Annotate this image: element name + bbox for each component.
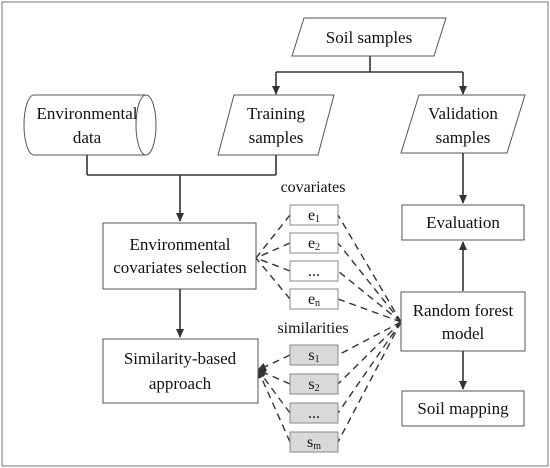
similarities-group-label: similarities [277, 320, 348, 337]
covariate-item: ... [289, 260, 339, 282]
covariate-item-label: e1 [308, 207, 320, 225]
validation-samples-line1: Validation [428, 104, 498, 123]
similarity-approach-line1: Similarity-based [124, 349, 237, 368]
node-evaluation: Evaluation [401, 204, 525, 241]
covariates-group-label: covariates [281, 179, 346, 196]
covariate-item-label: ... [308, 263, 320, 280]
node-soil-mapping: Soil mapping [401, 390, 525, 427]
soil-samples-label: Soil samples [326, 28, 412, 47]
evaluation-label: Evaluation [426, 213, 500, 232]
node-environmental-data: Environmental data [23, 94, 157, 156]
environmental-data-line1: Environmental [36, 104, 137, 123]
validation-samples-line2: samples [436, 128, 491, 147]
similarity-item-label: ... [308, 405, 320, 422]
node-similarity-approach: Similarity-based approach [102, 338, 259, 404]
similarity-approach-line2: approach [149, 374, 212, 393]
similarity-item: s2 [289, 373, 339, 395]
random-forest-line2: model [442, 324, 485, 343]
similarity-item: sm [289, 431, 339, 453]
environmental-data-line2: data [73, 128, 102, 147]
similarity-items: s1 s2... sm [289, 344, 339, 453]
covariate-item: e2 [289, 232, 339, 254]
training-samples-line1: Training [247, 104, 305, 123]
node-training-samples: Training samples [217, 94, 335, 156]
similarity-item-label: s1 [308, 347, 319, 365]
similarity-item-label: sm [307, 434, 321, 452]
covariate-items: e1 e2... en [289, 204, 339, 310]
connectors [86, 56, 467, 390]
env-covariates-line1: Environmental [129, 235, 230, 254]
covariate-item: en [289, 288, 339, 310]
dashed-links [255, 214, 402, 443]
similarity-item: s1 [289, 344, 339, 366]
node-soil-samples: Soil samples [291, 17, 447, 57]
training-samples-line2: samples [249, 128, 304, 147]
env-covariates-line2: covariates selection [113, 258, 247, 277]
similarity-item: ... [289, 402, 339, 424]
covariate-item-label: e2 [308, 235, 320, 253]
node-random-forest: Random forest model [400, 291, 526, 352]
node-validation-samples: Validation samples [400, 94, 526, 154]
similarity-item-label: s2 [308, 376, 319, 394]
covariate-item: e1 [289, 204, 339, 226]
soil-mapping-label: Soil mapping [417, 399, 509, 418]
random-forest-line1: Random forest [413, 301, 514, 320]
covariate-item-label: en [308, 291, 320, 309]
node-env-covariates-selection: Environmental covariates selection [102, 222, 257, 290]
